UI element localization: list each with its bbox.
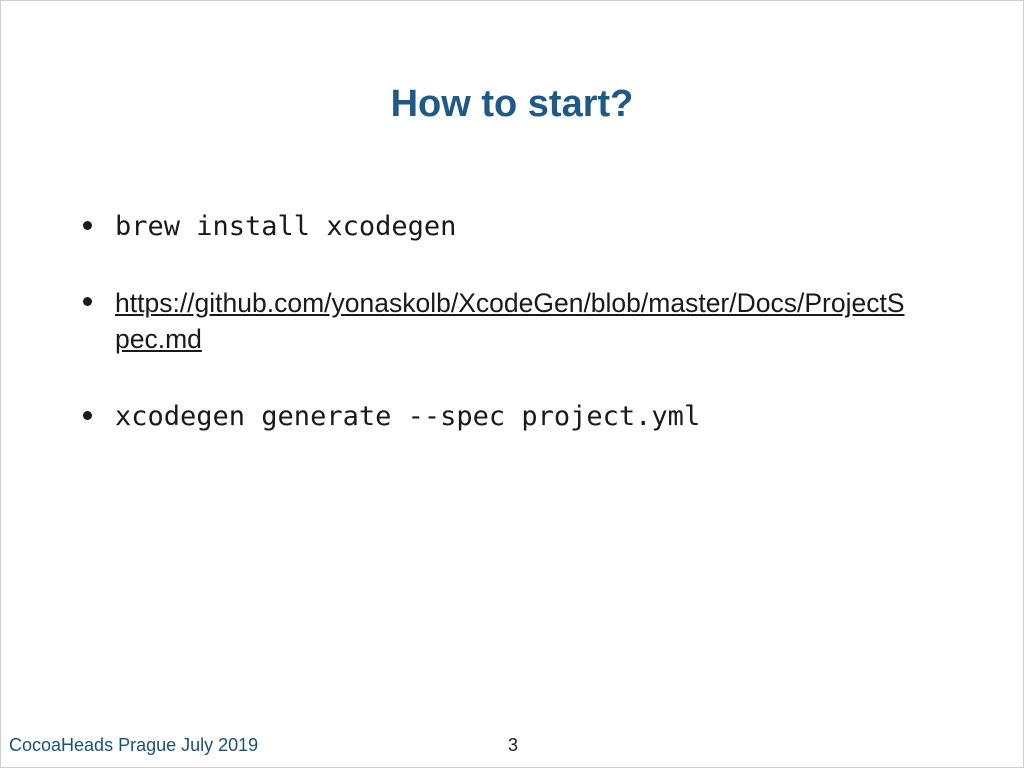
code-command: brew install xcodegen [115,211,457,242]
slide-title: How to start? [390,83,634,125]
footer-event-label: CocoaHeads Prague July 2019 [9,735,259,755]
bullet-item: xcodegen generate --spec project.yml [75,397,955,437]
bullet-dot-icon [83,221,92,230]
bullet-dot-icon [83,411,92,420]
code-command: xcodegen generate --spec project.yml [115,401,701,432]
bullet-item: brew install xcodegen [75,207,955,247]
bullet-item: https://github.com/yonaskolb/XcodeGen/bl… [75,285,955,357]
page-number: 3 [508,735,519,755]
bullet-dot-icon [83,297,92,306]
bullet-list: brew install xcodegen https://github.com… [75,207,955,475]
project-spec-link[interactable]: https://github.com/yonaskolb/XcodeGen/bl… [115,288,905,354]
